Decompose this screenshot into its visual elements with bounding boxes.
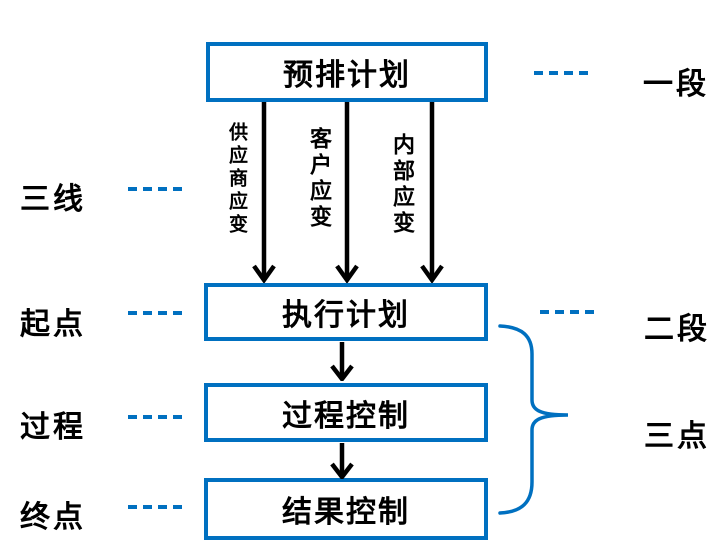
down-arrow-supplier [252, 102, 276, 283]
box-execution-plan-label: 执行计划 [282, 299, 410, 332]
right-label-stage-two: 二段 [644, 313, 710, 346]
box-preliminary-plan-label: 预排计划 [283, 59, 411, 92]
dashed-connector-three-lines [128, 187, 184, 191]
box-result-control: 结果控制 [204, 478, 488, 540]
dashed-connector-start-point [128, 311, 184, 315]
box-result-control-label: 结果控制 [282, 496, 410, 529]
branch-label-customer-response: 客户应变 [307, 127, 332, 231]
down-arrow-internal [420, 102, 444, 283]
dashed-connector-stage-two [540, 310, 596, 314]
right-label-stage-one: 一段 [643, 68, 709, 101]
branch-label-supplier-response: 供应商应变 [226, 122, 247, 237]
box-preliminary-plan: 预排计划 [206, 42, 488, 102]
dashed-connector-process [128, 415, 184, 419]
curly-brace [498, 324, 569, 515]
left-label-three-lines: 三线 [20, 183, 86, 216]
left-label-process: 过程 [20, 411, 86, 444]
branch-label-internal-response: 内部应变 [390, 133, 415, 237]
down-arrow-customer [335, 102, 359, 283]
dashed-connector-stage-one [534, 71, 590, 75]
left-label-start-point: 起点 [20, 308, 86, 341]
left-label-end-point: 终点 [20, 501, 86, 534]
down-arrow-process-to-result [330, 443, 354, 479]
right-label-three-points: 三点 [644, 420, 710, 453]
down-arrow-exec-to-process [330, 342, 354, 381]
dashed-connector-end-point [128, 505, 184, 509]
box-execution-plan: 执行计划 [204, 283, 488, 341]
box-process-control: 过程控制 [204, 383, 488, 442]
box-process-control-label: 过程控制 [282, 399, 410, 433]
